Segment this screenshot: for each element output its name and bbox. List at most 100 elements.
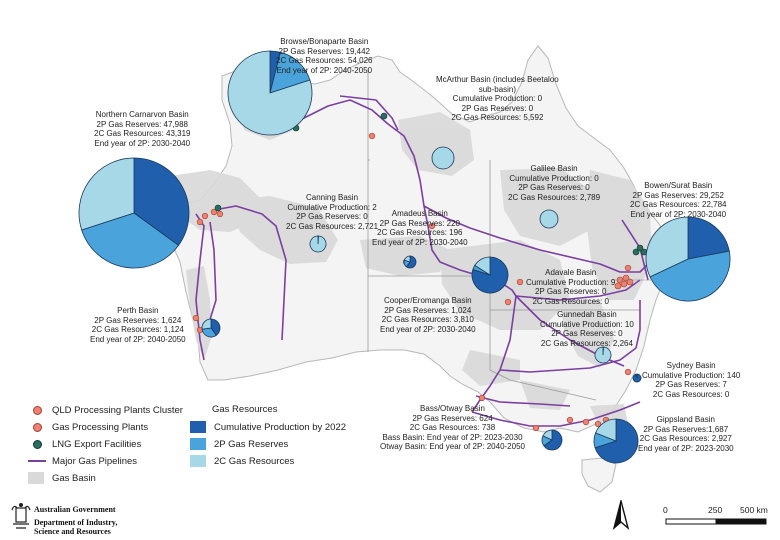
canning-cumulative: Cumulative Production: 2: [287, 202, 377, 212]
label-bowen: Bowen/Surat Basin 2P Gas Reserves: 29,25…: [630, 181, 727, 219]
lng-facility-icon: [28, 438, 46, 450]
amadeus-2p: 2P Gas Reserves: 220: [379, 218, 460, 228]
bass-end-year-bass: Bass Basin: End year of 2P: 2023-2030: [382, 432, 523, 442]
label-galilee: Galilee Basin Cumulative Production: 0 2…: [508, 164, 600, 202]
legend-processing: Gas Processing Plants: [28, 421, 148, 433]
label-browse: Browse/Bonaparte Basin 2P Gas Reserves: …: [276, 37, 373, 75]
legend-2p: 2P Gas Reserves: [190, 438, 288, 450]
reserves-2p-swatch-icon: [190, 438, 208, 450]
carnarvon-title: Northern Carnarvon Basin: [95, 110, 189, 119]
label-cooper: Cooper/Eromanga Basin 2P Gas Reserves: 1…: [380, 296, 476, 334]
label-canning: Canning Basin Cumulative Production: 2 2…: [286, 193, 378, 231]
pie-slice-perth-resources-2c: [201, 318, 212, 330]
pie-slice-bowen-reserves-2p: [649, 250, 731, 302]
legend-resources-title-label: Gas Resources: [212, 404, 278, 415]
amadeus-title: Amadeus Basin: [391, 209, 448, 218]
gunnedah-2p: 2P Gas Reserves: 0: [551, 329, 623, 339]
pie-slice-canning-resources-2c: [309, 235, 327, 253]
legend-qld-cluster-label: QLD Processing Plants Cluster: [52, 404, 183, 416]
pie-slice-amadeus-resources-2c: [403, 255, 411, 263]
pie-slice-perth-cumulative: [210, 318, 221, 336]
state-borders: [367, 68, 640, 401]
carnarvon-end-year: End year of 2P: 2030-2040: [94, 138, 191, 148]
label-sydney: Sydney Basin Cumulative Production: 140 …: [642, 361, 740, 399]
label-amadeus: Amadeus Basin 2P Gas Reserves: 220 2C Ga…: [372, 209, 468, 247]
gov-line-3: Science and Resources: [34, 527, 111, 536]
label-bass: Bass/Otway Basin 2P Gas Reserves: 624 2C…: [380, 404, 525, 452]
scale-label-250: 250: [708, 505, 723, 515]
label-carnarvon: Northern Carnarvon Basin 2P Gas Reserves…: [94, 110, 191, 148]
legend-2c-label: 2C Gas Resources: [214, 455, 295, 467]
label-gippsland: Gippsland Basin 2P Gas Reserves:1,687 2C…: [638, 415, 734, 453]
galilee-cumulative: Cumulative Production: 0: [509, 173, 599, 183]
pie-slice-carnarvon-cumulative: [133, 157, 190, 246]
sydney-cumulative: Cumulative Production: 140: [642, 370, 741, 380]
bass-2c: 2C Gas Resources: 738: [409, 423, 496, 433]
cooper-title: Cooper/Eromanga Basin: [384, 296, 472, 305]
coat-of-arms-icon: [11, 503, 31, 529]
browse-title: Browse/Bonaparte Basin: [280, 37, 369, 46]
cooper-end-year: End year of 2P: 2030-2040: [380, 324, 476, 334]
adavale-title: Adavale Basin: [545, 268, 597, 277]
scale-bar: [665, 518, 767, 525]
pie-slice-mcarthur-resources-2c: [431, 146, 455, 170]
gunnedah-title: Gunnedah Basin: [557, 310, 617, 319]
perth-2c: 2C Gas Resources: 1,124: [91, 325, 184, 335]
gunnedah-2c: 2C Gas Resources: 2,264: [540, 338, 633, 348]
qld-cluster-icon: [28, 404, 46, 416]
galilee-2c: 2C Gas Resources: 2,789: [508, 192, 601, 202]
carnarvon-2c: 2C Gas Resources: 43,319: [94, 129, 191, 139]
galilee-title: Galilee Basin: [530, 164, 578, 173]
bass-title: Bass/Otway Basin: [420, 404, 485, 413]
pie-slice-cooper-resources-2c: [474, 256, 491, 276]
galilee-2p: 2P Gas Reserves: 0: [518, 183, 590, 193]
pie-slice-carnarvon-reserves-2p: [81, 212, 180, 269]
pie-slice-gippsland-resources-2c: [595, 418, 617, 442]
adavale-2p: 2P Gas Reserves: 0: [534, 287, 607, 297]
pie-slice-browse-resources-2c: [227, 50, 313, 136]
legend-2c: 2C Gas Resources: [190, 455, 294, 467]
bass-2p: 2P Gas Reserves: 624: [412, 413, 493, 423]
sydney-2p: 2P Gas Reserves: 7: [655, 380, 727, 390]
pie-slice-carnarvon-resources-2c: [78, 157, 135, 231]
pipeline-line-icon: [28, 455, 46, 467]
bowen-title: Bowen/Surat Basin: [644, 181, 713, 190]
government-logo-text: Australian Government Department of Indu…: [34, 505, 117, 537]
gunnedah-cumulative: Cumulative Production: 10: [540, 319, 634, 329]
perth-end-year: End year of 2P: 2040-2050: [90, 334, 186, 344]
mcarthur-cumulative: Cumulative Production: 0: [452, 94, 543, 104]
label-gunnedah: Gunnedah Basin Cumulative Production: 10…: [540, 310, 634, 348]
bass-end-year-otway: Otway Basin: End year of 2P: 2040-2050: [380, 442, 525, 452]
gippsland-2p: 2P Gas Reserves:1,687: [643, 424, 729, 434]
north-arrow-icon: [612, 500, 630, 530]
pie-slice-galilee-resources-2c: [539, 209, 559, 229]
legend-lng-label: LNG Export Facilities: [52, 438, 142, 450]
pie-slice-sydney-reserves-2p: [635, 373, 638, 379]
legend-processing-label: Gas Processing Plants: [52, 421, 149, 433]
pie-slice-bowen-resources-2c: [645, 216, 689, 278]
bowen-2p: 2P Gas Reserves: 29,252: [632, 190, 724, 200]
label-perth: Perth Basin 2P Gas Reserves: 1,624 2C Ga…: [90, 306, 186, 344]
browse-end-year: End year of 2P: 2040-2050: [276, 65, 373, 75]
cooper-2c: 2C Gas Resources: 3,810: [381, 315, 474, 325]
amadeus-end-year: End year of 2P: 2030-2040: [372, 237, 468, 247]
gov-line-1: Australian Government: [34, 505, 116, 514]
sydney-title: Sydney Basin: [666, 361, 716, 370]
resources-2c-swatch-icon: [190, 455, 208, 467]
pie-slice-amadeus-cumulative: [405, 255, 417, 269]
mcarthur-2p: 2P Gas Reserves: 0: [461, 103, 534, 113]
adavale-2c: 2C Gas Resources: 0: [532, 296, 609, 306]
perth-title: Perth Basin: [117, 306, 159, 315]
legend-basin-label: Gas Basin: [52, 472, 96, 484]
scale-label-0: 0: [663, 505, 668, 515]
adavale-cumulative: Cumulative Production: 9: [526, 277, 616, 287]
mcarthur-subtitle: sub-basin): [478, 84, 517, 94]
amadeus-2c: 2C Gas Resources: 196: [377, 228, 463, 238]
gippsland-end-year: End year of 2P: 2023-2030: [638, 443, 734, 453]
label-mcarthur: McArthur Basin (includes Beetaloo sub-ba…: [436, 75, 559, 123]
carnarvon-2p: 2P Gas Reserves: 47,988: [96, 119, 188, 129]
lng-export-facilities: [214, 112, 648, 256]
legend-resources-title: Gas Resources: [212, 404, 277, 415]
